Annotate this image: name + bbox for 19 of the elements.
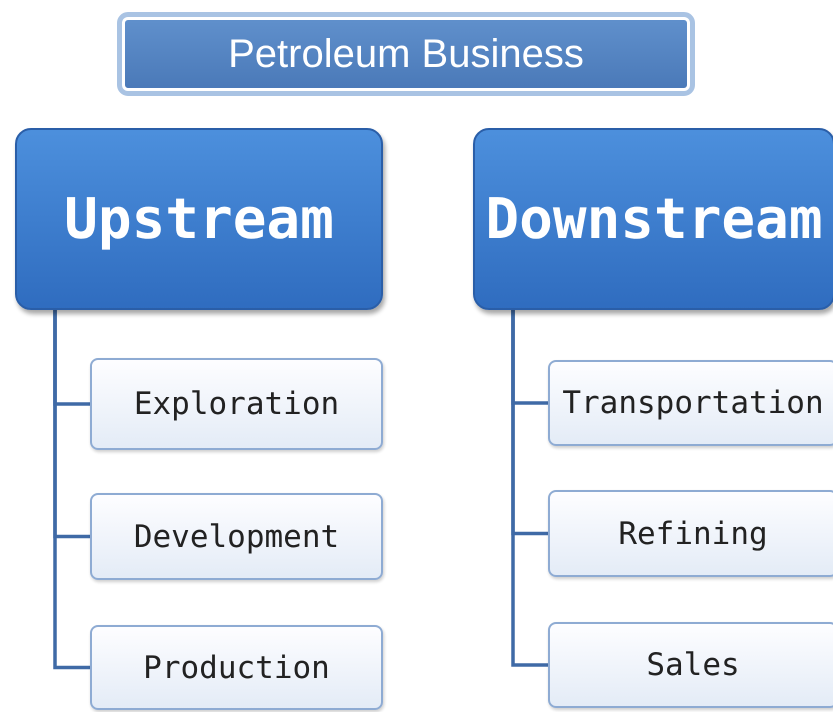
box-label: Sales xyxy=(646,647,740,683)
box-label: Upstream xyxy=(64,186,334,252)
box-label: Transportation xyxy=(562,385,824,421)
connector-line xyxy=(53,310,90,670)
category-box xyxy=(473,128,833,310)
box-label: Development xyxy=(134,518,340,554)
box-label: Production xyxy=(143,650,330,686)
activity-box xyxy=(548,360,833,446)
activity-box xyxy=(90,358,383,450)
box-label: Petroleum Business xyxy=(228,32,584,76)
connector-line xyxy=(511,310,548,667)
activity-box xyxy=(548,622,833,708)
activity-box xyxy=(90,625,383,710)
box-label: Downstream xyxy=(485,186,823,252)
category-box xyxy=(15,128,383,310)
box-label: Refining xyxy=(618,516,768,552)
box-label: Exploration xyxy=(134,386,340,422)
activity-box xyxy=(90,493,383,580)
activity-box xyxy=(548,490,833,577)
